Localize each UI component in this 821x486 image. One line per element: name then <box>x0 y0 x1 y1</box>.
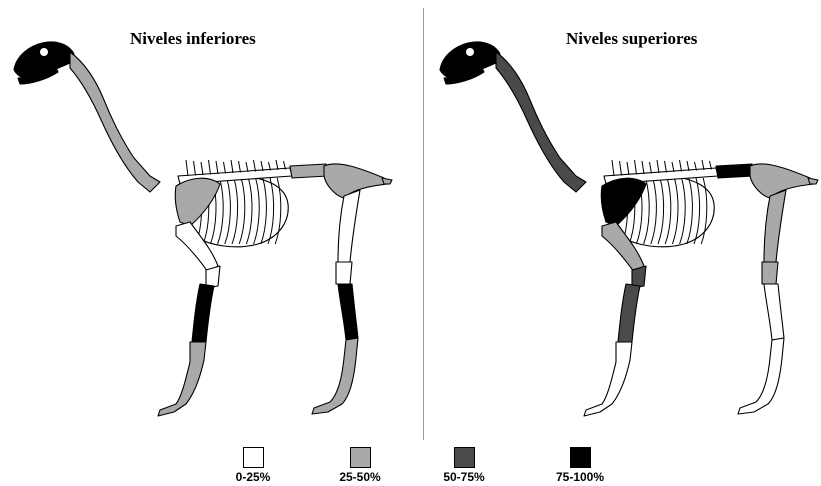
eye-socket <box>41 49 48 56</box>
metacarpal-fore <box>192 284 214 342</box>
hind-phalanges <box>312 338 358 414</box>
eye-socket <box>467 49 474 56</box>
legend-label: 75-100% <box>545 470 615 484</box>
spinous-process <box>239 161 241 173</box>
skeleton-diagram-superiores <box>424 0 821 440</box>
spinous-process <box>194 161 196 176</box>
spinous-process <box>635 160 637 175</box>
lumbar-spine <box>290 164 328 178</box>
fore-phalanges <box>158 342 206 416</box>
metacarpal-fore <box>618 284 640 342</box>
spinous-process <box>672 162 674 172</box>
spinous-process <box>665 161 667 173</box>
legend-swatch <box>570 447 591 468</box>
metatarsal-hind <box>764 284 784 340</box>
legend-swatch <box>454 447 475 468</box>
spinous-process <box>620 161 622 176</box>
tail <box>808 178 818 184</box>
femur <box>764 190 786 262</box>
neck <box>70 52 160 192</box>
fore-phalanges <box>584 342 632 416</box>
lumbar-spine <box>716 164 754 178</box>
legend-label: 50-75% <box>434 470 494 484</box>
metatarsal-hind <box>338 284 358 340</box>
spinous-process <box>254 160 256 172</box>
spinous-process <box>657 160 659 173</box>
spinous-process <box>612 160 614 176</box>
tibia <box>336 262 352 284</box>
legend-label: 25-50% <box>330 470 390 484</box>
skeleton <box>14 42 392 416</box>
panel-niveles-inferiores: Niveles inferiores <box>0 0 420 440</box>
spinous-process <box>231 160 233 173</box>
hind-phalanges <box>738 338 784 414</box>
spinous-process <box>650 162 652 174</box>
spinous-process <box>186 160 188 176</box>
femur <box>338 190 360 262</box>
spinous-process <box>246 162 248 172</box>
spinous-process <box>627 162 629 175</box>
spinous-process <box>216 161 218 174</box>
spinous-process <box>209 160 211 175</box>
legend: 0-25% 25-50% 50-75% 75-100% <box>0 447 821 486</box>
legend-item: 0-25% <box>228 447 278 484</box>
legend-item: 75-100% <box>545 447 615 484</box>
spinous-process <box>224 162 226 174</box>
spinous-process <box>201 162 203 175</box>
tail <box>382 178 392 184</box>
spinous-process <box>680 160 682 172</box>
legend-item: 25-50% <box>330 447 390 484</box>
spinous-process <box>642 161 644 174</box>
neck <box>496 52 586 192</box>
panel-niveles-superiores: Niveles superiores <box>424 0 821 440</box>
legend-item: 50-75% <box>434 447 494 484</box>
tibia <box>762 262 778 284</box>
legend-swatch <box>350 447 371 468</box>
skeleton-diagram-inferiores <box>0 0 420 440</box>
legend-label: 0-25% <box>228 470 278 484</box>
skeleton <box>440 42 818 416</box>
legend-swatch <box>243 447 264 468</box>
